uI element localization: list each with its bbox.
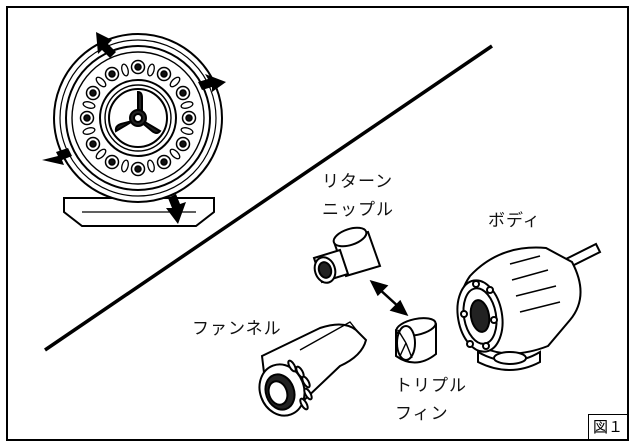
- funnel-label: ファンネル: [192, 319, 282, 339]
- triple-fin: [395, 317, 437, 364]
- arrow-right: [198, 74, 226, 92]
- arrow-left: [42, 148, 72, 165]
- valve-body: [456, 242, 602, 371]
- funnel: [258, 321, 368, 417]
- figure-number: 図１: [588, 414, 628, 440]
- triple-fin-label-line2: フィン: [395, 404, 449, 424]
- figure-frame: [6, 6, 629, 441]
- diagonal-divider: [44, 44, 493, 352]
- return-nipple-label: リターン ニップル: [322, 168, 394, 224]
- triple-fin-label: トリプル フィン: [395, 372, 467, 428]
- triple-fin-label-line1: トリプル: [395, 376, 467, 396]
- return-nipple: [312, 226, 382, 284]
- arrow-top: [96, 32, 116, 58]
- double-arrow: [369, 280, 409, 316]
- flange-slots: [82, 63, 194, 173]
- bolt-pointer-arrows: [42, 32, 226, 224]
- return-nipple-label-line2: ニップル: [322, 200, 394, 220]
- arrow-bottom: [166, 194, 186, 224]
- return-nipple-label-line1: リターン: [322, 172, 394, 192]
- body-label: ボディ: [488, 211, 541, 231]
- flange-bolts: [79, 59, 197, 177]
